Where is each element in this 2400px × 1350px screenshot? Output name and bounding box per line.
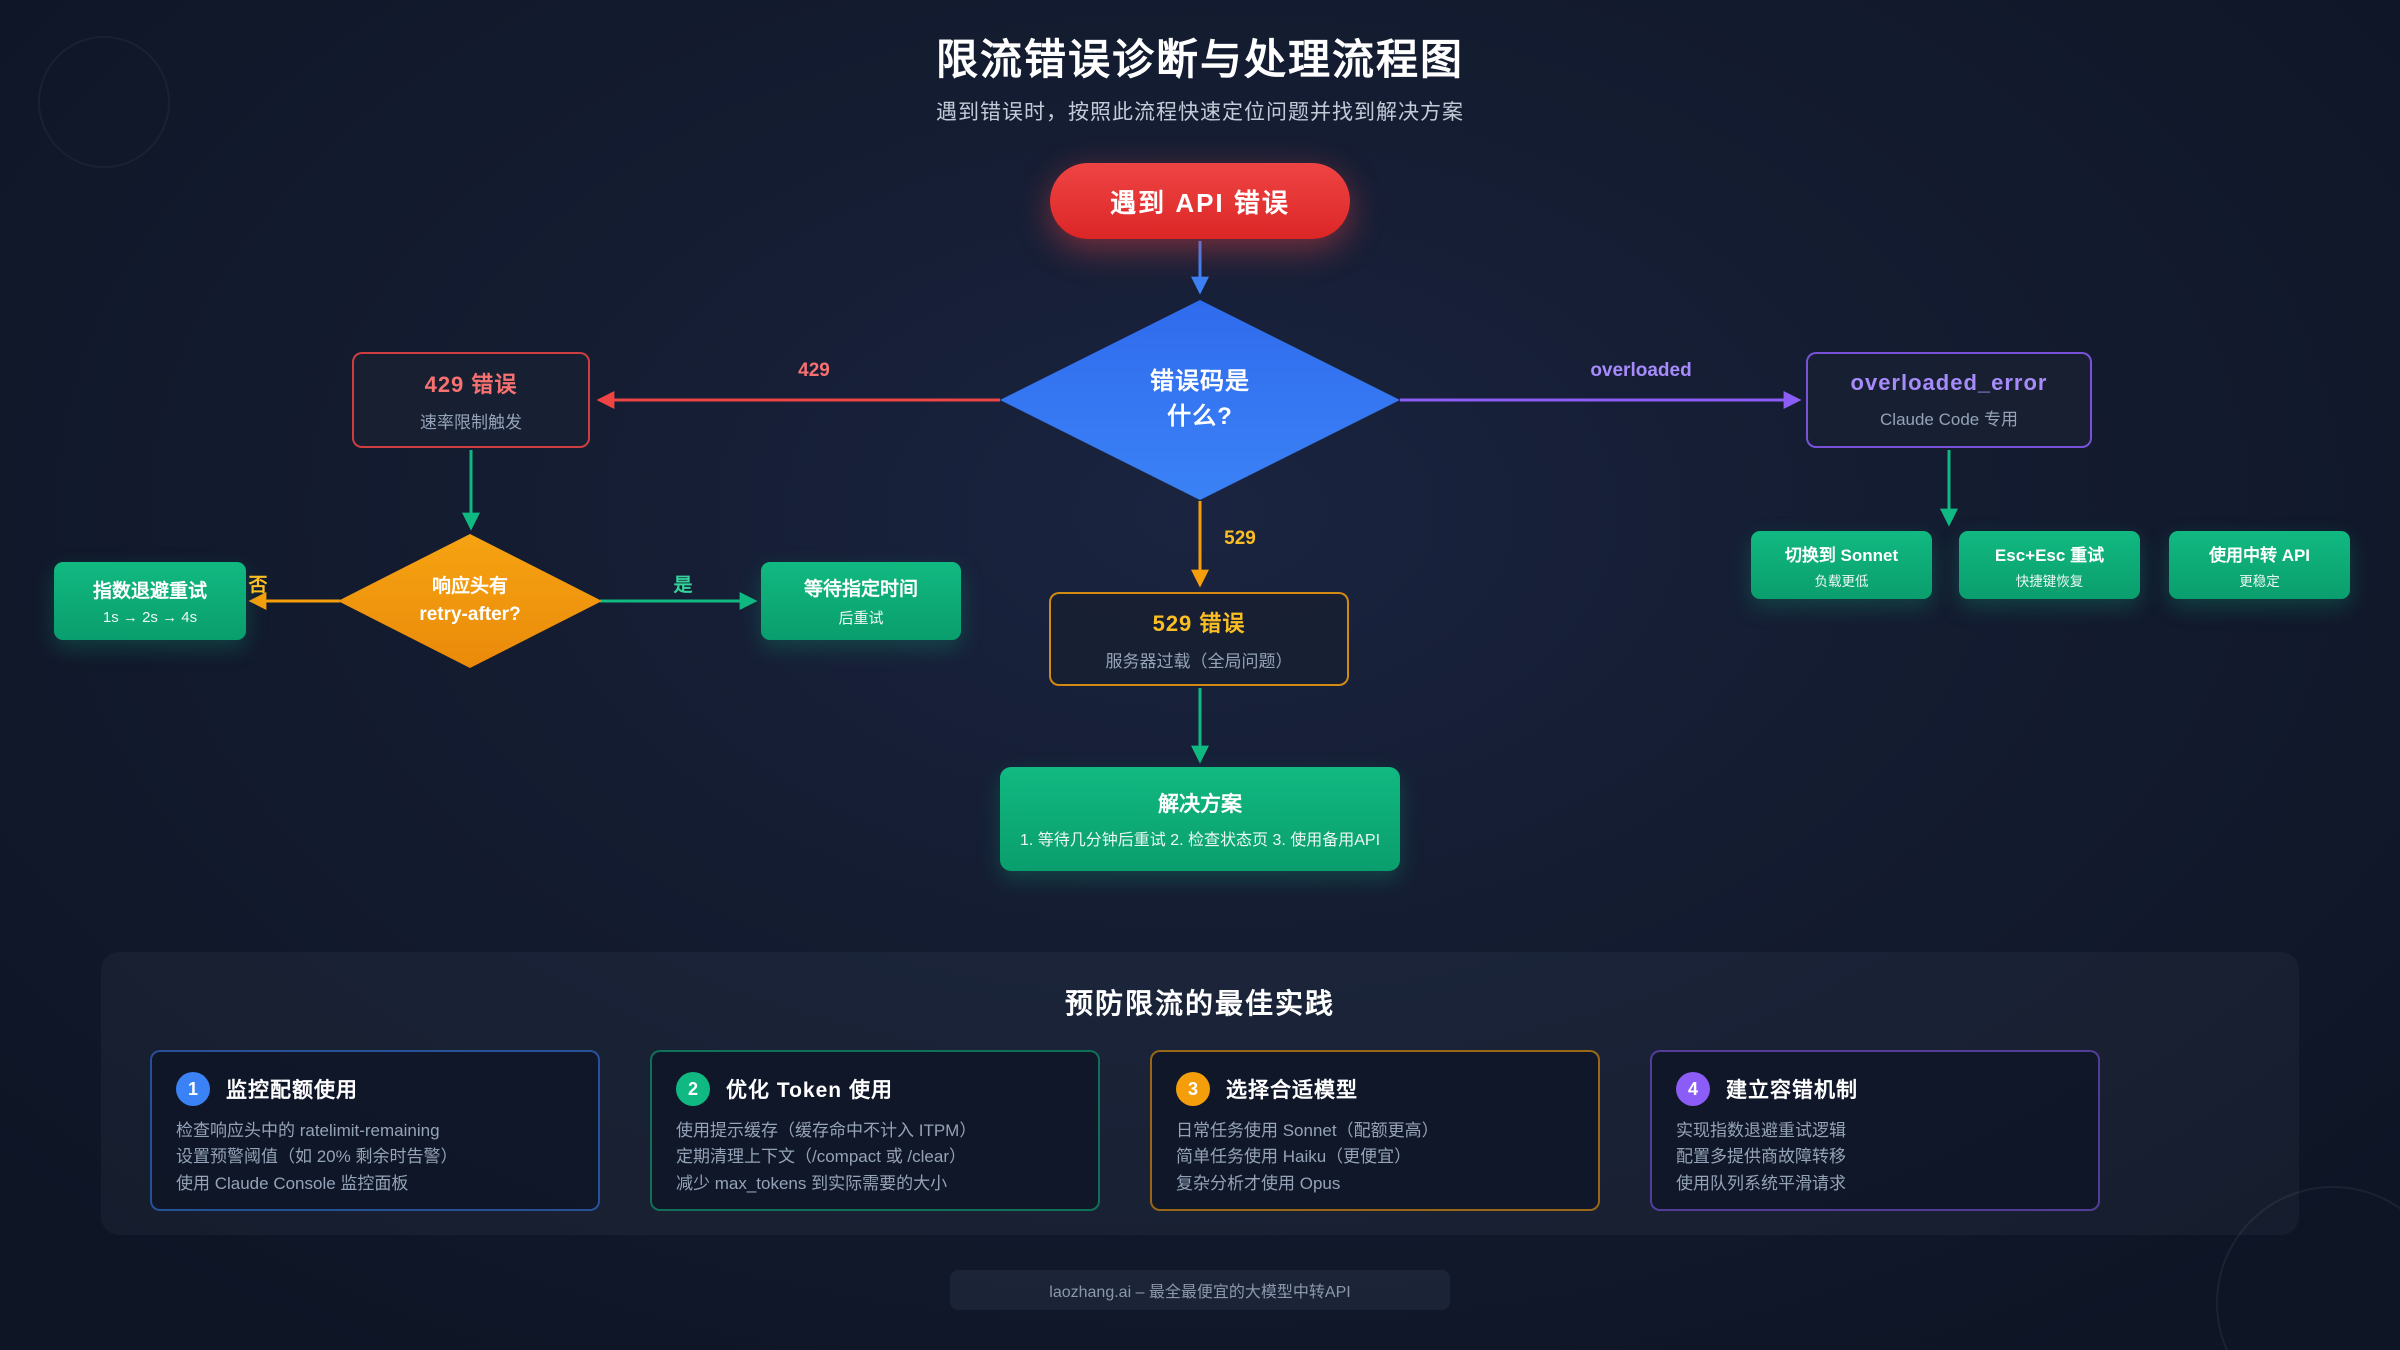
node-esc-title: Esc+Esc 重试 <box>1994 545 2105 565</box>
decision-error-code-line2: 什么? <box>1167 403 1233 430</box>
node-backoff-title: 指数退避重试 <box>92 581 207 602</box>
node-switch-sonnet: 切换到 Sonnet 负载更低 <box>1751 531 1932 599</box>
practice-card-choose-model: 3 选择合适模型 日常任务使用 Sonnet（配额更高） 简单任务使用 Haik… <box>1150 1050 1600 1211</box>
card-line: 设置预警阈值（如 20% 剩余时告警） <box>176 1147 458 1167</box>
card-line: 定期清理上下文（/compact 或 /clear） <box>676 1147 966 1167</box>
decision-error-code: 错误码是 什么? <box>1000 300 1400 500</box>
page-title: 限流错误诊断与处理流程图 <box>935 36 1464 83</box>
decision-retry-after: 响应头有 retry-after? <box>338 534 602 668</box>
node-backoff-subtitle: 1s → 2s → 4s <box>102 609 198 626</box>
node-529-error: 529 错误 服务器过载（全局问题） <box>1049 592 1349 686</box>
node-esc-retry: Esc+Esc 重试 快捷键恢复 <box>1959 531 2140 599</box>
card-number-badge: 2 <box>676 1072 710 1106</box>
card-number-badge: 3 <box>1176 1072 1210 1106</box>
decision-retry-after-line1: 响应头有 <box>431 576 508 598</box>
node-esc-subtitle: 快捷键恢复 <box>2015 573 2084 589</box>
node-solution-subtitle: 1. 等待几分钟后重试 2. 检查状态页 3. 使用备用API <box>1019 832 1381 849</box>
node-solution: 解决方案 1. 等待几分钟后重试 2. 检查状态页 3. 使用备用API <box>1000 767 1400 871</box>
node-overloaded-error: overloaded_error Claude Code 专用 <box>1806 352 2092 448</box>
decorative-circle-top-left <box>38 36 170 168</box>
footer-watermark: laozhang.ai – 最全最便宜的大模型中转API <box>950 1270 1450 1310</box>
node-429-title: 429 错误 <box>424 372 518 397</box>
card-title: 选择合适模型 <box>1226 1079 1358 1102</box>
node-wait-title: 等待指定时间 <box>803 579 918 600</box>
decision-error-code-line1: 错误码是 <box>1150 368 1250 396</box>
start-node: 遇到 API 错误 <box>1050 163 1350 239</box>
node-wait-retry: 等待指定时间 后重试 <box>761 562 961 640</box>
card-line: 配置多提供商故障转移 <box>1676 1147 1846 1167</box>
node-overloaded-title: overloaded_error <box>1850 370 2048 395</box>
card-line: 检查响应头中的 ratelimit-remaining <box>176 1121 440 1140</box>
card-number-badge: 1 <box>176 1072 210 1106</box>
edge-label-529: 529 <box>1224 528 1256 549</box>
node-429-error: 429 错误 速率限制触发 <box>352 352 590 448</box>
node-sonnet-title: 切换到 Sonnet <box>1784 545 1899 565</box>
edge-label-overloaded: overloaded <box>1590 360 1692 381</box>
card-line: 实现指数退避重试逻辑 <box>1676 1121 1846 1140</box>
practice-card-optimize-tokens: 2 优化 Token 使用 使用提示缓存（缓存命中不计入 ITPM） 定期清理上… <box>650 1050 1100 1211</box>
card-title: 优化 Token 使用 <box>726 1079 893 1102</box>
node-exponential-backoff: 指数退避重试 1s → 2s → 4s <box>54 562 246 640</box>
card-title: 监控配额使用 <box>226 1079 358 1102</box>
decision-retry-after-line2: retry-after? <box>419 604 521 625</box>
node-relay-api: 使用中转 API 更稳定 <box>2169 531 2350 599</box>
card-title: 建立容错机制 <box>1726 1079 1858 1102</box>
start-node-label: 遇到 API 错误 <box>1110 187 1290 218</box>
card-line: 使用 Claude Console 监控面板 <box>176 1173 409 1193</box>
edge-label-429: 429 <box>798 360 830 381</box>
node-429-subtitle: 速率限制触发 <box>420 413 522 432</box>
edge-label-no: 否 <box>248 575 268 596</box>
node-relay-title: 使用中转 API <box>2208 545 2311 565</box>
node-relay-subtitle: 更稳定 <box>2239 573 2280 589</box>
page-subtitle: 遇到错误时，按照此流程快速定位问题并找到解决方案 <box>936 101 1464 124</box>
practice-card-monitor-quota: 1 监控配额使用 检查响应头中的 ratelimit-remaining 设置预… <box>150 1050 600 1211</box>
card-line: 日常任务使用 Sonnet（配额更高） <box>1176 1121 1439 1140</box>
node-solution-title: 解决方案 <box>1158 793 1242 816</box>
card-line: 简单任务使用 Haiku（更便宜） <box>1176 1147 1412 1167</box>
edge-label-yes: 是 <box>673 575 693 596</box>
best-practices-title: 预防限流的最佳实践 <box>1064 988 1335 1019</box>
node-529-subtitle: 服务器过载（全局问题） <box>1105 652 1293 671</box>
card-line: 减少 max_tokens 到实际需要的大小 <box>676 1173 948 1193</box>
node-sonnet-subtitle: 负载更低 <box>1814 573 1869 589</box>
card-line: 使用提示缓存（缓存命中不计入 ITPM） <box>676 1121 977 1140</box>
node-wait-subtitle: 后重试 <box>838 610 884 627</box>
practice-card-fault-tolerance: 4 建立容错机制 实现指数退避重试逻辑 配置多提供商故障转移 使用队列系统平滑请… <box>1650 1050 2100 1211</box>
best-practices-panel: 预防限流的最佳实践 1 监控配额使用 检查响应头中的 ratelimit-rem… <box>101 952 2299 1235</box>
node-overloaded-subtitle: Claude Code 专用 <box>1880 410 2018 429</box>
node-529-title: 529 错误 <box>1152 611 1246 636</box>
card-line: 复杂分析才使用 Opus <box>1176 1173 1341 1193</box>
card-line: 使用队列系统平滑请求 <box>1676 1173 1846 1193</box>
card-number-badge: 4 <box>1676 1072 1710 1106</box>
